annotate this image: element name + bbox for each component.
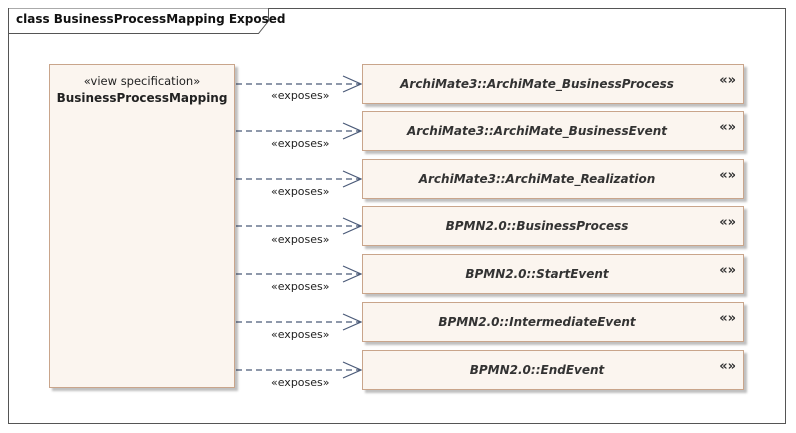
element-archimate-business-event[interactable]: ArchiMate3::ArchiMate_BusinessEvent «» bbox=[362, 111, 744, 151]
connector-label: «exposes» bbox=[271, 280, 330, 293]
connector-arrowhead-icon bbox=[342, 170, 363, 188]
connector-label: «exposes» bbox=[271, 89, 330, 102]
element-archimate-realization[interactable]: ArchiMate3::ArchiMate_Realization «» bbox=[362, 159, 744, 199]
frame-title-tab-outline bbox=[8, 8, 269, 34]
element-label: BPMN2.0::EndEvent bbox=[469, 363, 605, 377]
element-label: BPMN2.0::StartEvent bbox=[465, 267, 609, 281]
connector-arrowhead-icon bbox=[342, 75, 363, 93]
connector-arrowhead-icon bbox=[342, 265, 363, 283]
connector-arrowhead-icon bbox=[342, 122, 363, 140]
element-label: BPMN2.0::IntermediateEvent bbox=[438, 315, 636, 329]
element-bpmn-start-event[interactable]: BPMN2.0::StartEvent «» bbox=[362, 254, 744, 294]
element-label: ArchiMate3::ArchiMate_BusinessProcess bbox=[400, 77, 674, 91]
connector-label: «exposes» bbox=[271, 328, 330, 341]
connector-label: «exposes» bbox=[271, 233, 330, 246]
stereotype-marker-icon: «» bbox=[719, 168, 736, 183]
element-bpmn-end-event[interactable]: BPMN2.0::EndEvent «» bbox=[362, 350, 744, 390]
connector-label: «exposes» bbox=[271, 376, 330, 389]
stereotype-marker-icon: «» bbox=[719, 359, 736, 374]
connector-arrowhead-icon bbox=[342, 361, 363, 379]
element-label: ArchiMate3::ArchiMate_BusinessEvent bbox=[406, 124, 668, 138]
stereotype-marker-icon: «» bbox=[719, 73, 736, 88]
connector-arrowhead-icon bbox=[342, 217, 363, 235]
view-spec-name: BusinessProcessMapping bbox=[56, 91, 228, 105]
view-specification-element[interactable]: «view specification» BusinessProcessMapp… bbox=[49, 64, 235, 388]
view-spec-stereotype: «view specification» bbox=[83, 74, 201, 88]
frame-title: class BusinessProcessMapping Exposed bbox=[16, 12, 286, 26]
stereotype-marker-icon: «» bbox=[719, 311, 736, 326]
stereotype-marker-icon: «» bbox=[719, 215, 736, 230]
frame-title-tab bbox=[8, 8, 269, 34]
element-bpmn-business-process[interactable]: BPMN2.0::BusinessProcess «» bbox=[362, 206, 744, 246]
element-archimate-business-process[interactable]: ArchiMate3::ArchiMate_BusinessProcess «» bbox=[362, 64, 744, 104]
stereotype-marker-icon: «» bbox=[719, 263, 736, 278]
element-label: BPMN2.0::BusinessProcess bbox=[445, 219, 629, 233]
connector-arrowhead-icon bbox=[342, 313, 363, 331]
connector-label: «exposes» bbox=[271, 185, 330, 198]
connector-label: «exposes» bbox=[271, 137, 330, 150]
element-bpmn-intermediate-event[interactable]: BPMN2.0::IntermediateEvent «» bbox=[362, 302, 744, 342]
stereotype-marker-icon: «» bbox=[719, 120, 736, 135]
element-label: ArchiMate3::ArchiMate_Realization bbox=[418, 172, 656, 186]
